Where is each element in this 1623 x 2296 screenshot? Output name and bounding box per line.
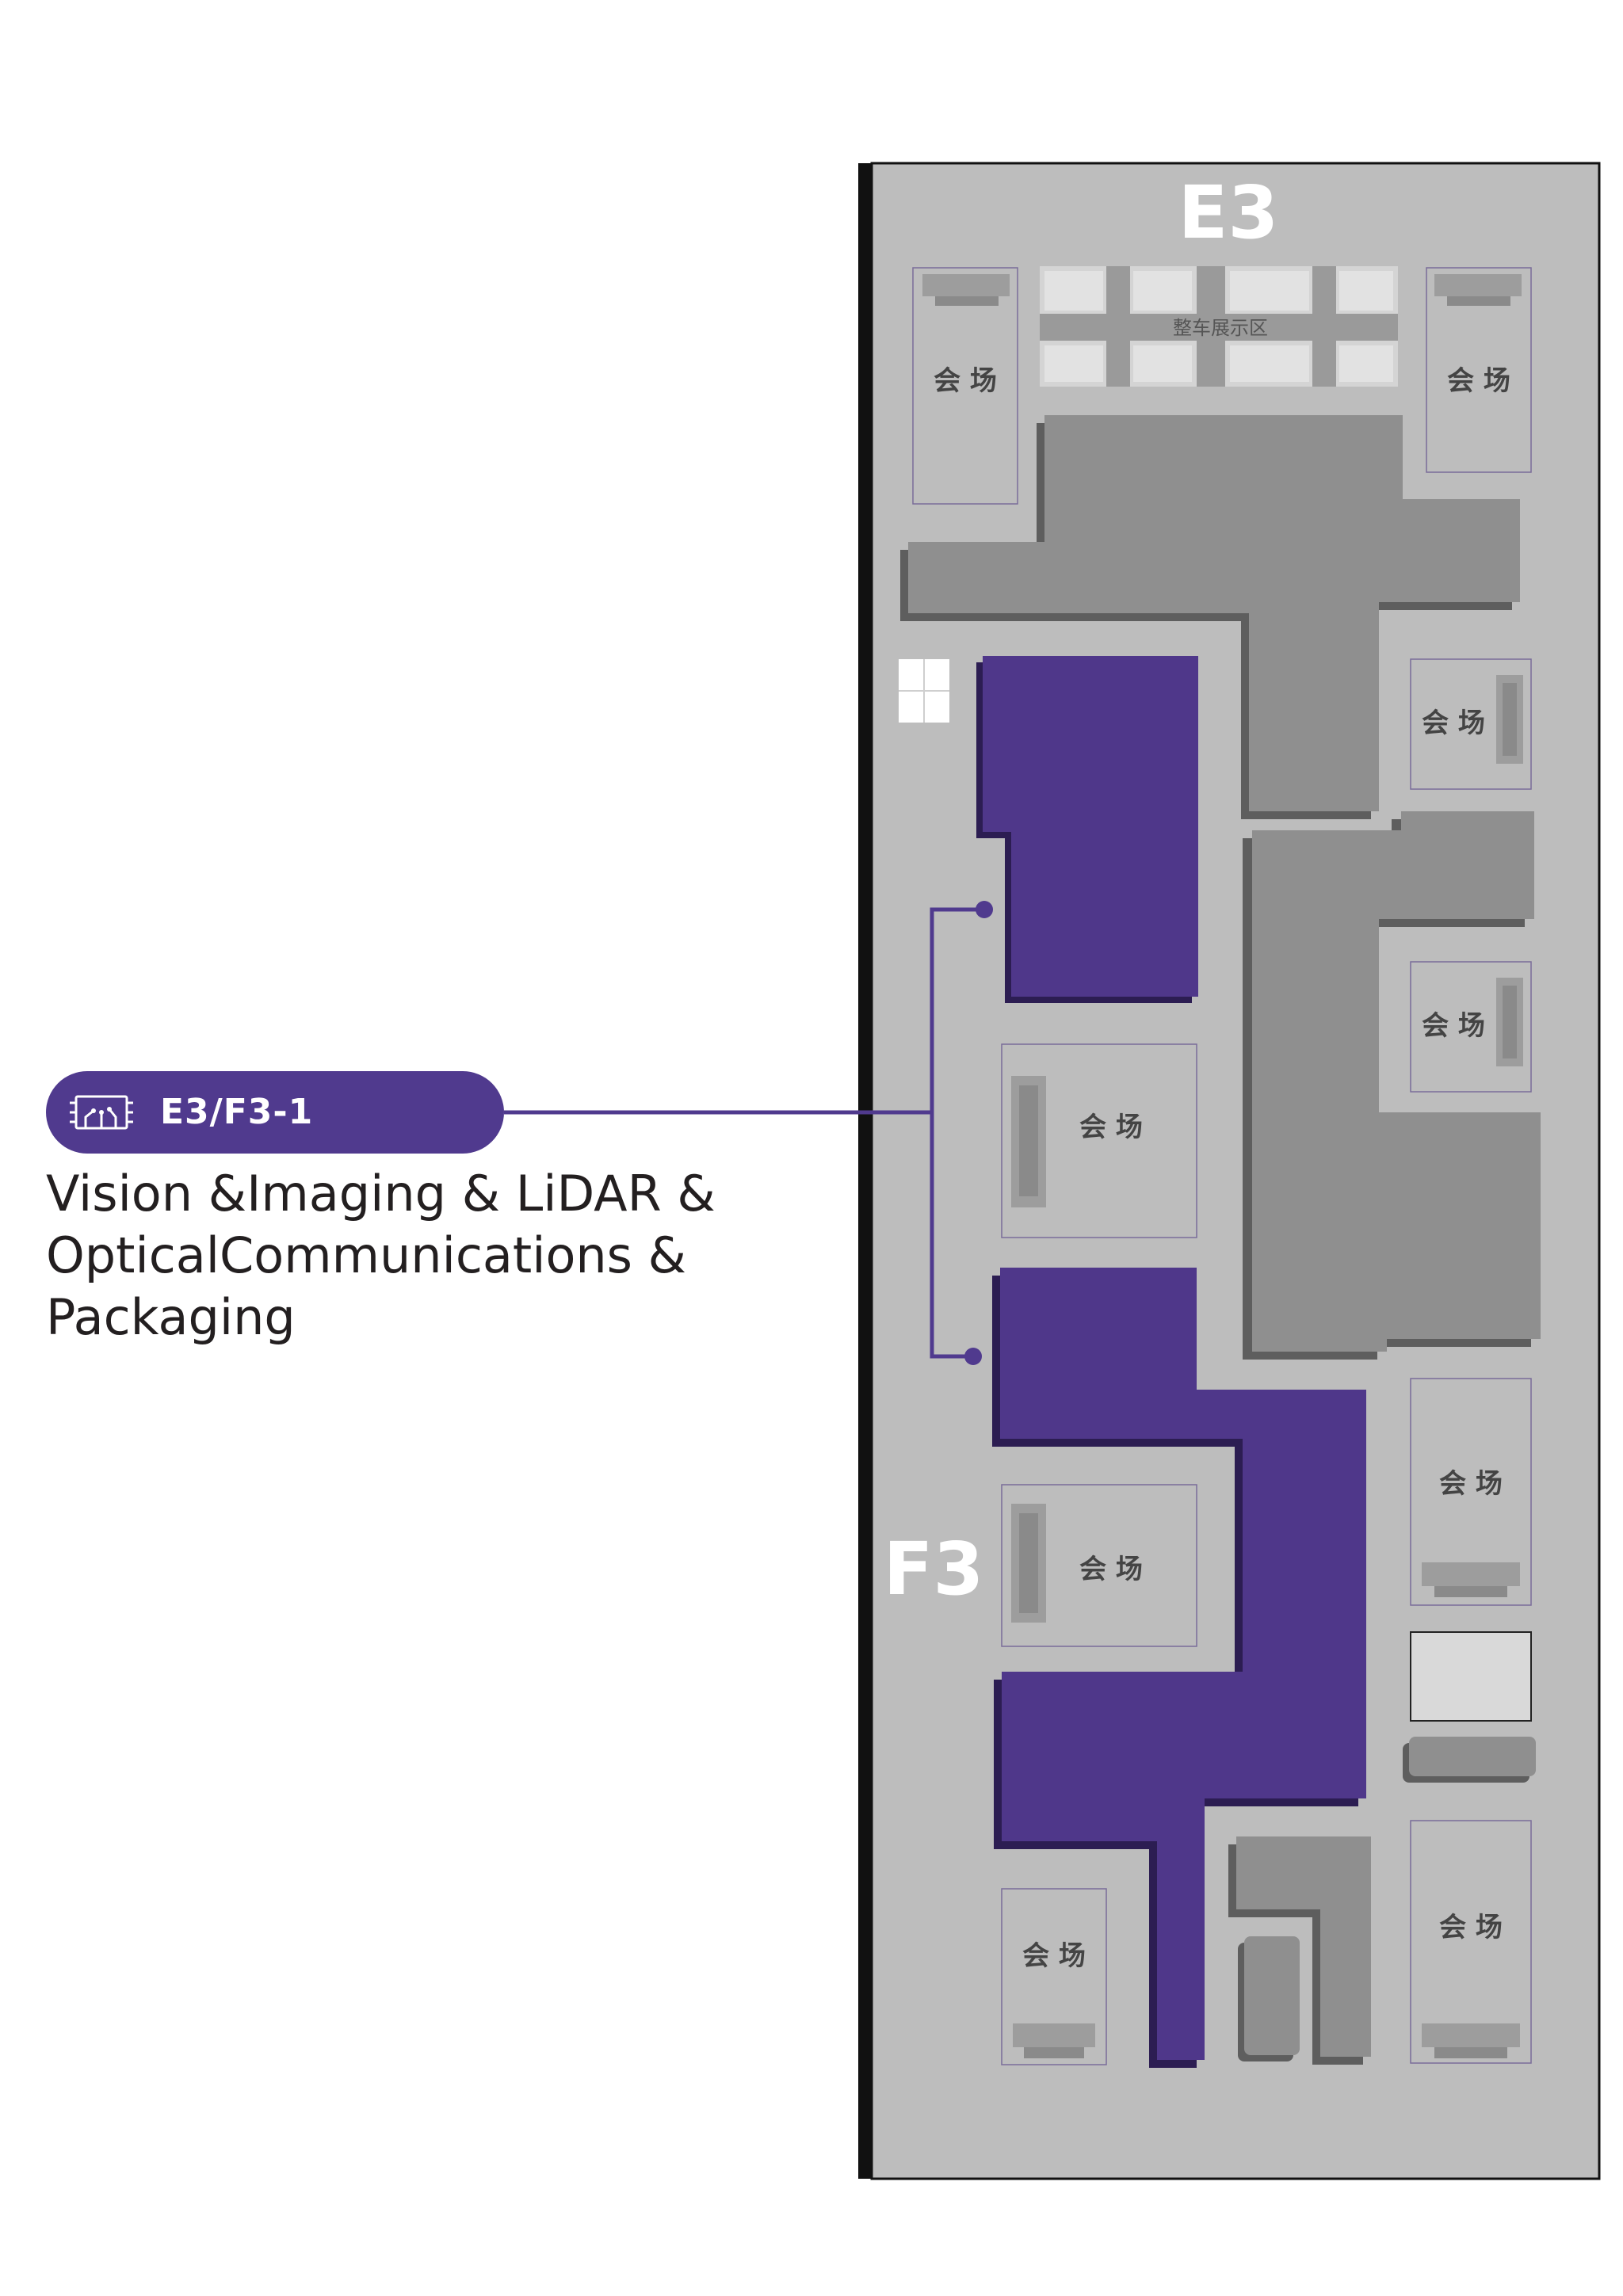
callout-connector	[504, 907, 983, 1359]
venue-f3-right-2: 会 场	[1410, 1820, 1532, 2064]
venue-label: 会 场	[1439, 1912, 1503, 1943]
venue-label: 会 场	[1422, 707, 1485, 739]
venue-f3-right-1: 会 场	[1410, 1378, 1532, 1606]
gray-booth-e3-middle	[1243, 811, 1541, 1360]
gray-booth-f3-bar	[1238, 1936, 1300, 2061]
hall-label-f3: F3	[884, 1527, 984, 1611]
vehicle-display-area: 整车展示区	[1040, 266, 1398, 387]
venue-label: 会 场	[1422, 1010, 1485, 1042]
venue-label: 会 场	[934, 365, 997, 397]
description-line: Vision &Imaging & LiDAR &	[46, 1165, 716, 1222]
venue-e3-mid-right-2: 会 场	[1410, 961, 1532, 1093]
venue-label: 会 场	[1439, 1468, 1503, 1500]
gray-booth-f3-l-shape	[1228, 1836, 1371, 2065]
highlight-booth-f3	[992, 1268, 1366, 2068]
vehicle-display-label: 整车展示区	[1173, 317, 1268, 339]
gray-booth-f3-small	[1403, 1737, 1536, 1783]
circuit-chip-icon	[70, 1095, 133, 1130]
venue-e3-top-right: 会 场	[1426, 267, 1532, 473]
venue-e3-mid-right-1: 会 场	[1410, 658, 1532, 790]
venue-label: 会 场	[1022, 1940, 1086, 1972]
description-line: Packaging	[46, 1288, 296, 1346]
gray-booth-e3-top	[900, 415, 1520, 819]
venue-e3-top-left: 会 场	[912, 267, 1018, 505]
hall-label-e3: E3	[1178, 170, 1279, 255]
venue-label: 会 场	[1079, 1554, 1143, 1585]
venue-f3-bottom-left: 会 场	[1001, 1888, 1107, 2065]
connector-dot-f3	[964, 1348, 982, 1365]
category-description: Vision &Imaging & LiDAR & OpticalCommuni…	[46, 1163, 716, 1348]
highlight-booth-e3	[976, 656, 1198, 1003]
venue-center-2: 会 场	[1001, 1484, 1197, 1647]
description-line: OpticalCommunications &	[46, 1226, 687, 1284]
booth-code-tag: E3/F3-1	[46, 1071, 504, 1154]
connector-dot-e3	[976, 901, 993, 918]
venue-label: 会 场	[1447, 365, 1510, 397]
white-booth-f3	[1410, 1631, 1532, 1722]
booth-code: E3/F3-1	[160, 1092, 314, 1132]
small-booth	[899, 659, 949, 723]
venue-center-1: 会 场	[1001, 1043, 1197, 1238]
venue-label: 会 场	[1079, 1112, 1143, 1143]
